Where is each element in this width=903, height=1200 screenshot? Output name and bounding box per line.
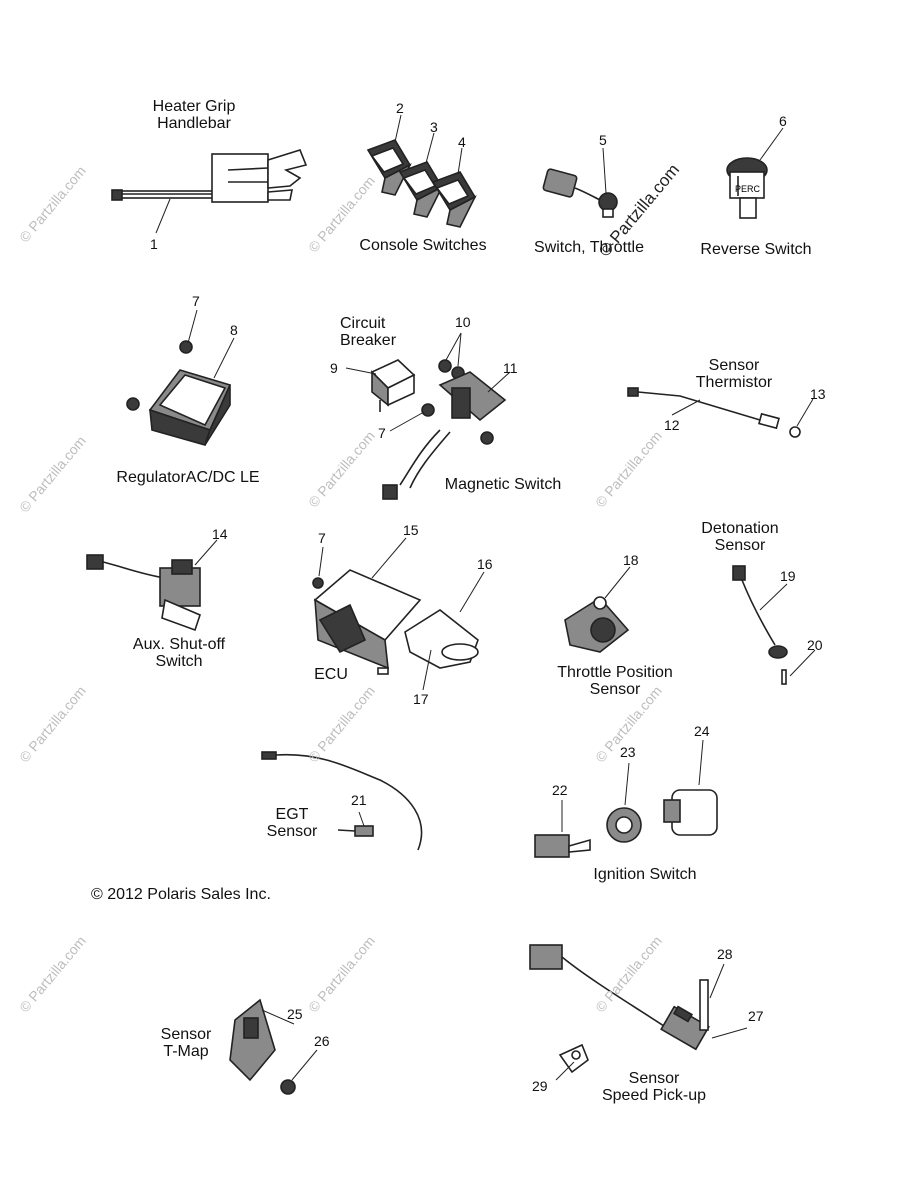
callout-number: 10 xyxy=(455,314,471,330)
label-tps-line2: Sensor xyxy=(589,681,641,698)
callout-number: 19 xyxy=(780,568,796,584)
label-circuit-breaker-line1: Circuit xyxy=(340,315,386,332)
callout-number: 8 xyxy=(230,322,238,338)
label-reverse-switch: Reverse Switch xyxy=(700,241,812,258)
reverse-switch-part xyxy=(726,157,768,219)
callout-number: 7 xyxy=(318,530,326,546)
label-aux-shutoff-line1: Aux. Shut-off xyxy=(132,636,226,653)
callout-number: 29 xyxy=(532,1078,548,1094)
label-aux-shutoff-line2: Switch xyxy=(155,653,203,670)
circuit-breaker-part xyxy=(370,359,416,412)
egt-sensor-part xyxy=(261,751,423,851)
callout-number: 7 xyxy=(378,425,386,441)
detonation-sensor-part xyxy=(732,565,788,685)
callout-number: 7 xyxy=(192,293,200,309)
callout-number: 1 xyxy=(150,236,158,252)
callout-number: 26 xyxy=(314,1033,330,1049)
aux-shutoff-part xyxy=(86,554,201,632)
callout-number: 14 xyxy=(212,526,228,542)
sensor-thermistor-part xyxy=(627,387,801,438)
regulator-part xyxy=(126,340,232,446)
label-console-switches: Console Switches xyxy=(359,237,487,254)
label-tmap-line1: Sensor xyxy=(160,1026,212,1043)
label-heater-grip: Heater Grip Handlebar xyxy=(130,98,258,132)
callout-number: 3 xyxy=(430,119,438,135)
callout-number: 24 xyxy=(694,723,710,739)
heater-grip-part xyxy=(111,149,308,203)
callout-number: 17 xyxy=(413,691,429,707)
callout-number: 13 xyxy=(810,386,826,402)
callout-number: 25 xyxy=(287,1006,303,1022)
callout-number: 4 xyxy=(458,134,466,150)
callout-number: 18 xyxy=(623,552,639,568)
callout-number: 16 xyxy=(477,556,493,572)
label-speed-line1: Sensor xyxy=(628,1070,680,1087)
label-circuit-breaker-line2: Breaker xyxy=(340,332,397,349)
ecu-part xyxy=(312,569,479,675)
label-speed-line2: Speed Pick-up xyxy=(601,1087,707,1104)
label-regulator: RegulatorAC/DC LE xyxy=(116,469,260,486)
label-sensor-tmap: Sensor T-Map xyxy=(148,1026,224,1060)
ignition-switch-part xyxy=(534,789,718,858)
label-ecu: ECU xyxy=(314,666,348,683)
callout-number: 6 xyxy=(779,113,787,129)
callout-number: 21 xyxy=(351,792,367,808)
label-sensor-thermistor-line1: Sensor xyxy=(708,357,760,374)
console-switch-4 xyxy=(431,171,477,228)
callout-number: 5 xyxy=(599,132,607,148)
label-sensor-thermistor: Sensor Thermistor xyxy=(682,357,786,391)
label-tps-line1: Throttle Position xyxy=(557,664,673,681)
copyright-text: © 2012 Polaris Sales Inc. xyxy=(91,886,271,903)
label-speed-pickup: Sensor Speed Pick-up xyxy=(592,1070,716,1104)
callout-number: 22 xyxy=(552,782,568,798)
label-detonation-sensor-line2: Sensor xyxy=(714,537,766,554)
label-circuit-breaker: Circuit Breaker xyxy=(340,315,420,349)
label-tmap-line2: T-Map xyxy=(163,1043,209,1060)
label-magnetic-switch: Magnetic Switch xyxy=(444,476,562,493)
label-detonation-sensor-line1: Detonation xyxy=(701,520,779,537)
label-switch-throttle: Switch, Throttle xyxy=(534,239,644,256)
speed-pickup-part xyxy=(529,944,710,1074)
label-detonation-sensor: Detonation Sensor xyxy=(690,520,790,554)
callout-number: 9 xyxy=(330,360,338,376)
callout-number: 11 xyxy=(503,360,518,376)
label-egt-line1: EGT xyxy=(275,806,309,823)
console-switch-3 xyxy=(398,161,444,218)
callout-number: 28 xyxy=(717,946,733,962)
label-heater-grip-line2: Handlebar xyxy=(157,115,231,132)
sensor-tmap-part xyxy=(229,998,296,1095)
label-aux-shutoff: Aux. Shut-off Switch xyxy=(118,636,240,670)
callout-number: 20 xyxy=(807,637,823,653)
label-ignition-switch: Ignition Switch xyxy=(593,866,697,883)
callout-number: 15 xyxy=(403,522,419,538)
callout-number: 2 xyxy=(396,100,404,116)
callout-number: 23 xyxy=(620,744,636,760)
callout-number: 27 xyxy=(748,1008,764,1024)
label-egt-sensor: EGT Sensor xyxy=(254,806,330,840)
throttle-switch-part xyxy=(542,168,618,218)
label-egt-line2: Sensor xyxy=(266,823,318,840)
callout-number: 12 xyxy=(664,417,680,433)
label-sensor-thermistor-line2: Thermistor xyxy=(695,374,773,391)
throttle-position-sensor-part xyxy=(564,596,630,653)
label-heater-grip-line1: Heater Grip xyxy=(152,98,236,115)
perc-label: PERC xyxy=(735,184,761,194)
label-throttle-position-sensor: Throttle Position Sensor xyxy=(540,664,690,698)
magnetic-switch-part xyxy=(382,359,507,500)
